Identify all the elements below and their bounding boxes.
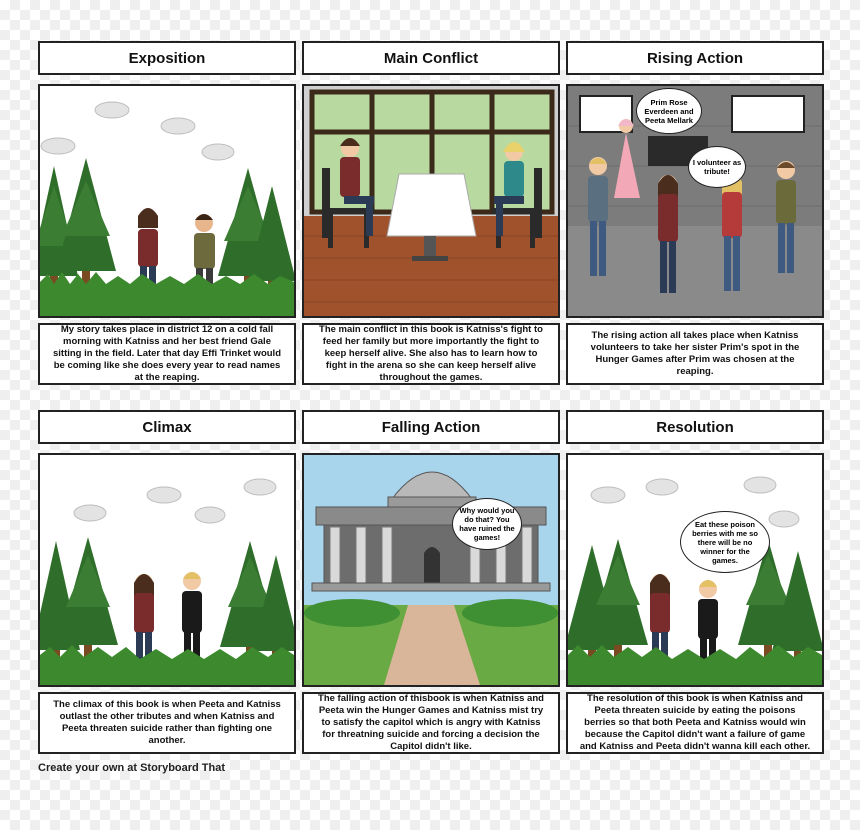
katniss-figure-icon [134, 574, 154, 668]
scene-climax [38, 453, 296, 687]
panel-caption-main-conflict: The main conflict in this book is Katnis… [302, 323, 560, 385]
panel-caption-falling-action: The falling action of thisbook is when K… [302, 692, 560, 754]
grass-icon [40, 272, 294, 316]
gale-figure-icon [194, 214, 215, 288]
pine-tree-icon [40, 537, 294, 663]
grass-icon [568, 645, 822, 685]
scene-resolution [566, 453, 824, 687]
cloud-icon [40, 101, 235, 161]
scene-main-conflict [302, 84, 560, 318]
katniss-figure-icon [340, 138, 374, 236]
panel-title-main-conflict: Main Conflict [302, 41, 560, 75]
panel-caption-resolution: The resolution of this book is when Katn… [566, 692, 824, 754]
pine-tree-icon [568, 539, 822, 663]
pine-tree-icon [40, 158, 294, 291]
effie-figure-icon [614, 119, 640, 198]
panel-title-rising-action: Rising Action [566, 41, 824, 75]
cloud-icon [590, 476, 800, 528]
peeta-figure-icon [698, 580, 718, 668]
panel-caption-climax: The climax of this book is when Peeta an… [38, 692, 296, 754]
scene-falling-action [302, 453, 560, 687]
panel-title-resolution: Resolution [566, 410, 824, 444]
panel-title-exposition: Exposition [38, 41, 296, 75]
footer-credit[interactable]: Create your own at Storyboard That [38, 762, 226, 774]
speech-bubble: Eat these poison berries with me so ther… [680, 511, 770, 573]
grass-icon [40, 645, 294, 685]
hedge-icon [304, 599, 558, 627]
cloud-icon [73, 478, 277, 524]
speech-bubble: Prim Rose Everdeen and Peeta Mellark [636, 88, 702, 134]
tribute-figure-icon [776, 161, 796, 273]
panel-caption-rising-action: The rising action all takes place when K… [566, 323, 824, 385]
katniss-figure-icon [658, 175, 678, 293]
path-icon [384, 605, 480, 685]
effie-figure-icon [494, 142, 525, 236]
panel-title-climax: Climax [38, 410, 296, 444]
table-icon [386, 173, 477, 261]
screen-icon [731, 95, 805, 133]
speech-bubble: I volunteer as tribute! [688, 146, 746, 188]
speech-bubble: Why would you do that? You have ruined t… [452, 498, 522, 550]
scene-exposition [38, 84, 296, 318]
tribute-figure-icon [588, 157, 608, 276]
panel-caption-exposition: My story takes place in district 12 on a… [38, 323, 296, 385]
prim-figure-icon [722, 173, 742, 291]
panel-title-falling-action: Falling Action [302, 410, 560, 444]
